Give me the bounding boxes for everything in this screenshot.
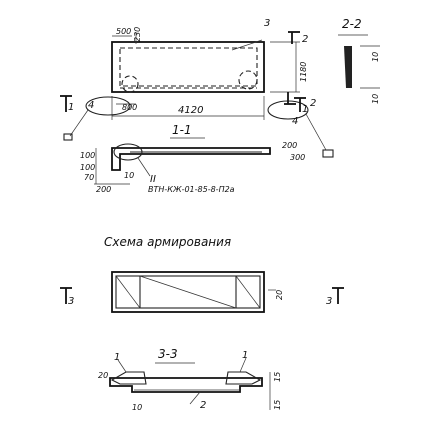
rebar-diag-3 bbox=[235, 275, 261, 309]
section-3-3-profile bbox=[109, 377, 263, 393]
section-3-3-mark-1-right: 1 bbox=[242, 350, 248, 361]
reinforcement-title: Схема армирования bbox=[104, 235, 231, 249]
section-2-2: 2-2 10 10 bbox=[338, 17, 380, 104]
leader-right-detail bbox=[305, 113, 327, 151]
plan-leader-3 bbox=[231, 39, 263, 51]
section-3-3-mark-2: 2 bbox=[200, 400, 206, 411]
reinforcement-cage bbox=[115, 275, 261, 309]
dim-230: 230 bbox=[133, 27, 142, 42]
section-2-2-dim-10-top: 10 bbox=[371, 52, 380, 62]
section-1-1-dim-300-right: 300 bbox=[290, 153, 305, 162]
section-3-3-right-rib bbox=[225, 371, 262, 385]
section-1-1-callout bbox=[113, 143, 143, 161]
reinforcement-dim-20: 20 bbox=[275, 290, 284, 300]
mark-2-bottom: 2 bbox=[310, 98, 316, 109]
mark-4-right: 4 bbox=[292, 116, 298, 127]
section-1-1-dim-100a: 100 bbox=[80, 151, 95, 160]
section-3-3-leader-1-left bbox=[117, 359, 127, 373]
detail-flag-right bbox=[322, 149, 334, 158]
section-3-3-dim-10: 10 bbox=[132, 403, 142, 412]
leader-left-detail bbox=[69, 109, 89, 137]
section-1-1-dim-200: 200 bbox=[96, 185, 111, 194]
plan-inner-contour bbox=[119, 47, 258, 87]
plan-view: 500 230 800 4120 1180 3 4 4 2 2 1 1 bbox=[60, 18, 334, 158]
section-1-1-dim-200-right: 200 bbox=[282, 141, 297, 150]
section-1-1-mark-II: II bbox=[150, 174, 156, 185]
section-3-3-title: 3-3 bbox=[158, 347, 178, 361]
rebar-diag-2 bbox=[139, 275, 237, 309]
mark-1-right: 1 bbox=[302, 104, 308, 115]
rebar-diag-1 bbox=[115, 275, 141, 309]
mark-4-left: 4 bbox=[88, 100, 94, 111]
mark-2-top: 2 bbox=[302, 34, 308, 45]
dim-500: 500 bbox=[116, 27, 131, 36]
section-1-1-dim-100b: 100 bbox=[80, 163, 95, 172]
section-2-2-profile bbox=[344, 46, 352, 88]
reinforcement-scheme: Схема армирования 3 3 20 bbox=[60, 235, 344, 313]
section-3-3-mark-1-left: 1 bbox=[114, 352, 120, 363]
section-3-3-leader-2 bbox=[189, 391, 201, 405]
section-3-3-dim-15: 15 bbox=[273, 372, 282, 382]
section-1-1: 1-1 100 100 70 10 200 II ВТН-КЖ-01-85-8-… bbox=[80, 123, 305, 194]
section-2-2-dim-10-bottom: 10 bbox=[371, 94, 380, 104]
callout-ellipse-4-left bbox=[85, 96, 131, 116]
detail-flag-left bbox=[63, 133, 73, 141]
section-3-3-dim-15b: 15 bbox=[273, 400, 282, 410]
mark-1-left: 1 bbox=[68, 102, 74, 113]
section-1-1-dim-10: 10 bbox=[124, 171, 134, 180]
section-2-2-title: 2-2 bbox=[342, 17, 362, 31]
section-3-3-left-rib bbox=[110, 371, 147, 385]
dim-1180: 1180 bbox=[299, 62, 308, 82]
section-1-1-profile bbox=[111, 147, 271, 171]
section-3-3-dim-20: 20 bbox=[98, 371, 108, 380]
section-1-1-dim-70: 70 bbox=[84, 173, 94, 182]
section-3-3: 3-3 1 1 2 20 10 15 15 bbox=[98, 347, 282, 412]
section-1-1-leader bbox=[137, 157, 151, 177]
reinforcement-mark-3-left: 3 bbox=[68, 296, 74, 307]
section-1-1-title: 1-1 bbox=[172, 123, 192, 137]
plan-outline bbox=[111, 41, 265, 93]
section-1-1-reference: ВТН-КЖ-01-85-8-П2а bbox=[148, 185, 235, 194]
section-3-3-leader-1-right bbox=[239, 357, 247, 373]
reinforcement-outline bbox=[111, 271, 265, 313]
dim-800: 800 bbox=[122, 103, 137, 112]
reinforcement-mark-3-right: 3 bbox=[326, 296, 332, 307]
dim-4120: 4120 bbox=[178, 105, 203, 116]
mark-3: 3 bbox=[264, 18, 270, 29]
plan-corner-detail-right bbox=[238, 70, 258, 90]
plan-corner-detail-left bbox=[121, 75, 139, 93]
